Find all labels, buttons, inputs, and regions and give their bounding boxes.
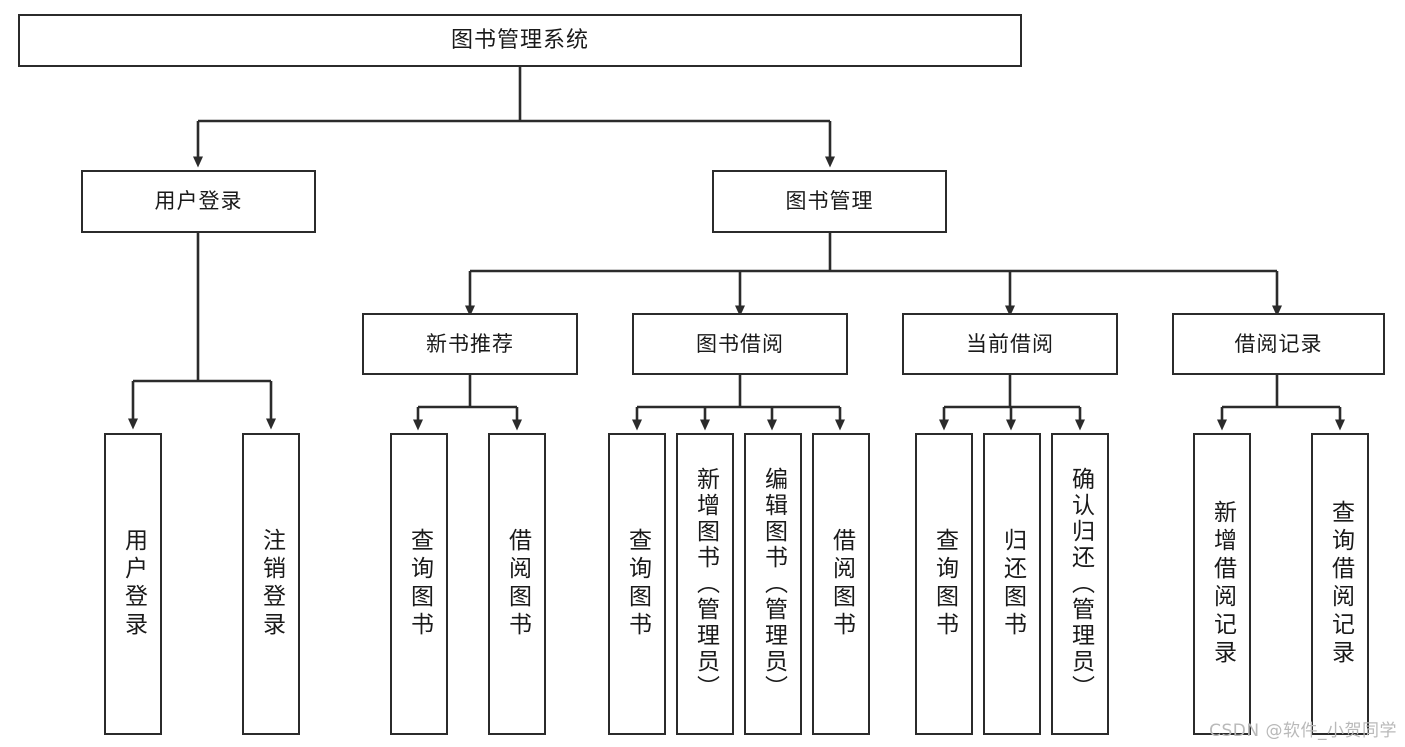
node-book-management[interactable]: 图书管理	[712, 170, 947, 233]
node-label: 查询借阅记录	[1327, 500, 1354, 668]
leaf-query-book-borrow[interactable]: 查询图书	[608, 433, 666, 735]
node-label: 用户登录	[120, 528, 147, 640]
node-new-book-recommend[interactable]: 新书推荐	[362, 313, 578, 375]
node-label: 查询图书	[406, 528, 433, 640]
node-label: 注销登录	[258, 528, 285, 640]
leaf-add-borrow-record[interactable]: 新增借阅记录	[1193, 433, 1251, 735]
node-label: 新增图书（管理员）	[692, 467, 719, 701]
node-label: 图书管理系统	[450, 27, 589, 53]
leaf-confirm-return-admin[interactable]: 确认归还（管理员）	[1051, 433, 1109, 735]
node-label: 图书借阅	[696, 331, 784, 356]
node-user-login[interactable]: 用户登录	[81, 170, 316, 233]
node-label: 借阅图书	[504, 528, 531, 640]
node-label: 当前借阅	[966, 331, 1054, 356]
node-label: 编辑图书（管理员）	[760, 467, 787, 701]
leaf-add-book-admin[interactable]: 新增图书（管理员）	[676, 433, 734, 735]
leaf-query-book-recommend[interactable]: 查询图书	[390, 433, 448, 735]
node-label: 查询图书	[624, 528, 651, 640]
node-label: 借阅记录	[1234, 331, 1323, 356]
leaf-return-book[interactable]: 归还图书	[983, 433, 1041, 735]
node-label: 新增借阅记录	[1209, 500, 1236, 668]
leaf-query-book-current[interactable]: 查询图书	[915, 433, 973, 735]
node-label: 图书管理	[785, 189, 874, 214]
node-label: 用户登录	[154, 189, 243, 214]
node-label: 借阅图书	[828, 528, 855, 640]
node-label: 新书推荐	[426, 331, 514, 356]
node-book-borrow[interactable]: 图书借阅	[632, 313, 848, 375]
node-label: 确认归还（管理员）	[1067, 467, 1094, 701]
node-label: 归还图书	[999, 528, 1026, 640]
leaf-edit-book-admin[interactable]: 编辑图书（管理员）	[744, 433, 802, 735]
node-current-borrow[interactable]: 当前借阅	[902, 313, 1118, 375]
leaf-query-borrow-record[interactable]: 查询借阅记录	[1311, 433, 1369, 735]
node-root-book-management-system[interactable]: 图书管理系统	[18, 14, 1022, 67]
leaf-user-login[interactable]: 用户登录	[104, 433, 162, 735]
leaf-logout[interactable]: 注销登录	[242, 433, 300, 735]
node-label: 查询图书	[931, 528, 958, 640]
leaf-borrow-book-recommend[interactable]: 借阅图书	[488, 433, 546, 735]
node-borrow-record[interactable]: 借阅记录	[1172, 313, 1385, 375]
leaf-borrow-book[interactable]: 借阅图书	[812, 433, 870, 735]
